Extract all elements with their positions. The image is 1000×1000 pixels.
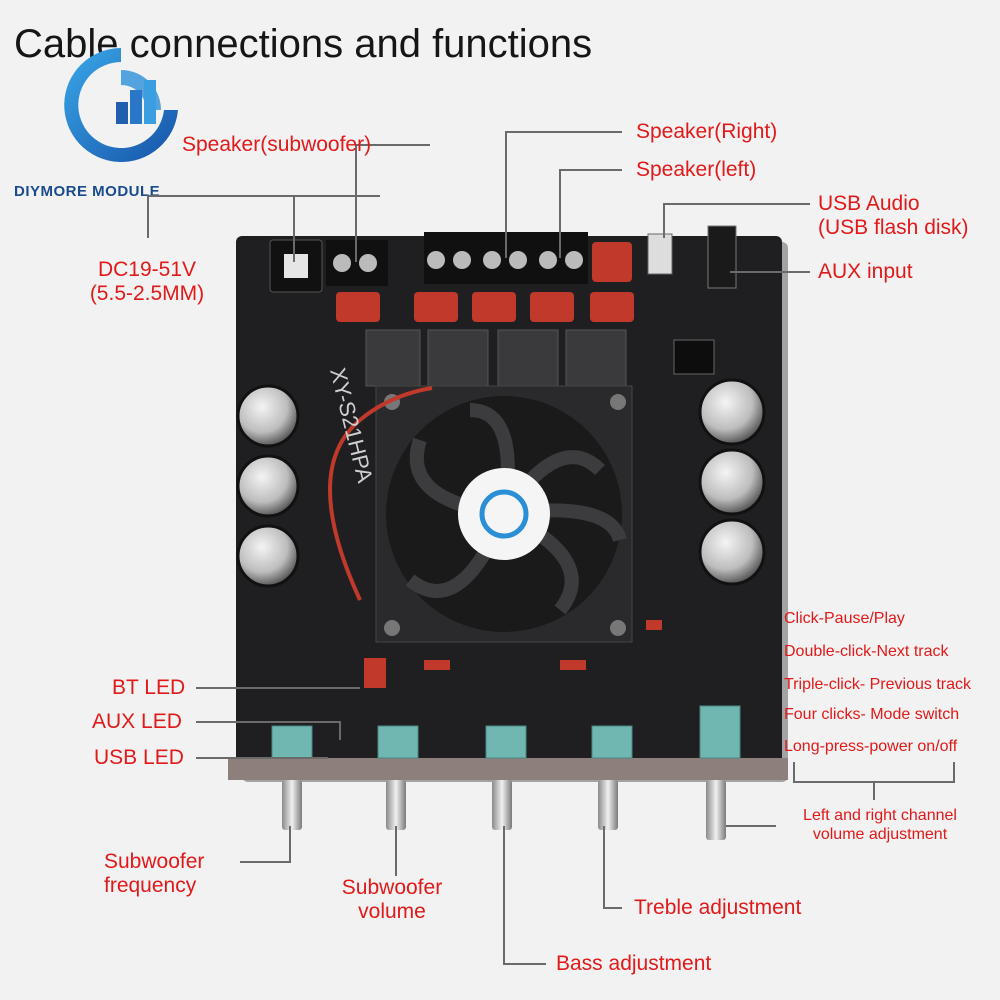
label-speaker-subwoofer: Speaker(subwoofer) [182, 133, 372, 156]
speaker-terminal-icon [326, 232, 588, 286]
label-sub-vol-line1: Subwoofer [341, 876, 443, 899]
label-sub-freq-line2: frequency [104, 874, 197, 897]
label-aux-led: AUX LED [92, 710, 182, 733]
label-usb-audio: USB Audio (USB flash disk) [818, 192, 969, 240]
label-lr-line2: volume adjustment [812, 826, 948, 843]
function-item: Click-Pause/Play [784, 610, 905, 627]
label-dc-input: DC19-51V (5.5-2.5MM) [72, 258, 222, 306]
potentiometer-knob-icon [271, 705, 741, 840]
label-subwoofer-frequency: Subwoofer frequency [104, 850, 244, 898]
label-sub-vol-line2: volume [358, 900, 426, 923]
label-bass-adjustment: Bass adjustment [556, 952, 712, 975]
label-bt-led: BT LED [112, 676, 186, 699]
label-lr-line1: Left and right channel [803, 807, 957, 824]
function-item: Four clicks- Mode switch [784, 706, 960, 723]
label-dc-line2: (5.5-2.5MM) [89, 282, 205, 305]
label-speaker-right: Speaker(Right) [636, 120, 778, 143]
label-aux-input: AUX input [818, 260, 913, 283]
function-item: Triple-click- Previous track [784, 676, 971, 693]
capacitor-icon [236, 378, 766, 588]
label-usb-led: USB LED [94, 746, 184, 769]
usb-port-icon [647, 233, 673, 275]
label-treble-adjustment: Treble adjustment [634, 896, 802, 919]
label-lr-volume: Left and right channel volume adjustment [780, 806, 980, 844]
label-sub-freq-line1: Subwoofer [104, 850, 205, 873]
label-usb-audio-line2: (USB flash disk) [818, 216, 969, 239]
label-usb-audio-line1: USB Audio [818, 192, 920, 215]
bluetooth-chip-icon [673, 339, 715, 375]
label-speaker-left: Speaker(left) [636, 158, 757, 181]
label-subwoofer-volume: Subwoofer volume [322, 876, 462, 924]
label-dc-line1: DC19-51V [97, 258, 197, 281]
function-item: Double-click-Next track [784, 643, 949, 660]
diymore-logo-icon [64, 48, 178, 162]
brand-name: DIYMORE MODULE [14, 183, 161, 200]
audio-jack-icon [707, 225, 737, 289]
function-item: Long-press-power on/off [784, 738, 958, 755]
